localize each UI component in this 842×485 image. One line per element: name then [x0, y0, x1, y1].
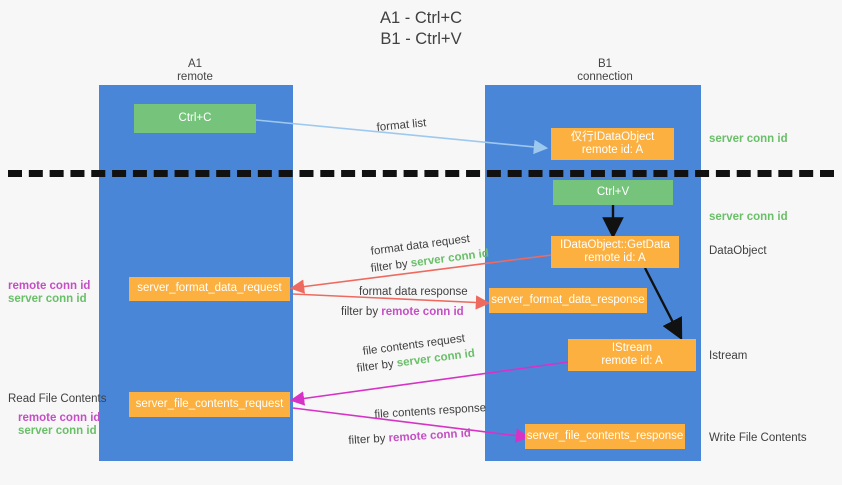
side-label-server-conn-id-mid: server conn id [709, 211, 788, 223]
arrow-file-contents-response [292, 407, 531, 443]
side-label-dataobject: DataObject [709, 245, 767, 257]
node-istream-label: IStream [611, 341, 653, 354]
side-label-remote-conn-id-2: remote conn id [18, 412, 101, 424]
node-server-file-contents-response-label: server_file_contents_response [526, 429, 684, 442]
node-server-format-data-request-label: server_format_data_request [137, 282, 282, 295]
side-label-read-file-contents: Read File Contents [8, 393, 107, 405]
node-getdata-remote-id: remote id: A [584, 252, 646, 264]
node-getdata-label: IDataObject::GetData [560, 238, 670, 251]
node-idataobject-remote-id: remote id: A [581, 144, 644, 156]
side-label-server-conn-id-1: server conn id [8, 293, 87, 305]
node-istream[interactable]: IStream remote id: A [568, 339, 696, 371]
node-getdata[interactable]: IDataObject::GetData remote id: A [551, 236, 679, 268]
lane-header-a1-name: A1 [187, 58, 203, 70]
node-idataobject[interactable]: 仅行IDataObject remote id: A [551, 128, 674, 160]
filter-prefix: filter by [348, 432, 389, 447]
arrow-format-data-response [292, 293, 491, 310]
node-server-file-contents-request-label: server_file_contents_request [135, 397, 284, 410]
node-idataobject-label: 仅行IDataObject [570, 130, 655, 143]
lane-header-b1: B1 connection [535, 58, 675, 84]
node-server-format-data-request[interactable]: server_format_data_request [129, 277, 290, 301]
page-title: A1 - Ctrl+C B1 - Ctrl+V [379, 9, 463, 48]
node-ctrl-v-label: Ctrl+V [596, 185, 630, 198]
arrow-format-data-request [289, 254, 553, 294]
side-label-server-conn-id-top: server conn id [709, 133, 788, 145]
side-label-write-file-contents: Write File Contents [709, 432, 807, 444]
side-label-server-conn-id-2: server conn id [18, 425, 97, 437]
side-label-remote-conn-id-1: remote conn id [8, 280, 91, 292]
arrow-file-contents-request [289, 361, 569, 406]
edge-label-format-data-response: format data response [359, 286, 468, 298]
node-ctrl-v[interactable]: Ctrl+V [553, 180, 673, 205]
section-divider [8, 170, 834, 177]
lane-header-b1-name: B1 [597, 58, 613, 70]
lane-header-a1-sub: remote [177, 71, 213, 83]
filter-value-remote-conn-id: remote conn id [381, 306, 464, 318]
node-ctrl-c-label: Ctrl+C [178, 111, 212, 124]
side-label-istream: Istream [709, 350, 748, 362]
node-server-format-data-response-label: server_format_data_response [491, 293, 645, 306]
lane-header-b1-sub: connection [577, 71, 633, 83]
edge-label-format-data-response-filter: filter by remote conn id [341, 305, 464, 319]
node-server-format-data-response[interactable]: server_format_data_response [489, 288, 647, 313]
filter-prefix: filter by [341, 306, 382, 318]
node-istream-remote-id: remote id: A [601, 355, 663, 367]
lane-header-a1: A1 remote [140, 58, 250, 84]
node-server-file-contents-request[interactable]: server_file_contents_request [129, 392, 290, 417]
node-server-file-contents-response[interactable]: server_file_contents_response [525, 424, 685, 449]
arrow-format-list [255, 119, 549, 155]
arrow-getdata-to-istream [643, 267, 683, 341]
node-ctrl-c[interactable]: Ctrl+C [134, 104, 256, 133]
